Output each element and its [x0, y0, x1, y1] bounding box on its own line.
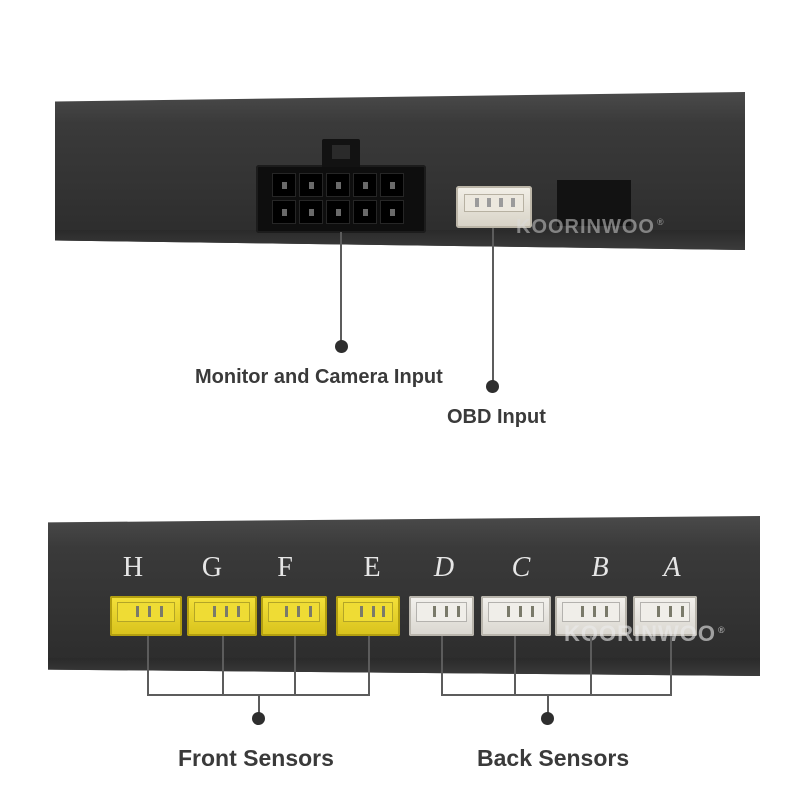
- callout-dot-front: [252, 712, 265, 725]
- obd-connector: [456, 186, 532, 228]
- callout-line-obd: [492, 228, 494, 384]
- bracket-back-d: [441, 636, 443, 696]
- pin: [380, 173, 404, 197]
- port-letter-e: E: [363, 552, 381, 583]
- port-letter-h: H: [122, 552, 144, 583]
- pin: [272, 173, 296, 197]
- obd-connector-slot: [464, 194, 524, 212]
- pin: [272, 200, 296, 224]
- pin: [380, 200, 404, 224]
- callout-dot-obd: [486, 380, 499, 393]
- bracket-back-c: [514, 636, 516, 696]
- watermark-bottom: KOORINWOO®: [564, 621, 726, 646]
- sensor-port-e: [336, 596, 400, 636]
- pin: [353, 200, 377, 224]
- sensor-port-b: [555, 596, 627, 636]
- label-monitor-camera-input: Monitor and Camera Input: [195, 366, 443, 388]
- bracket-back-a: [670, 636, 672, 696]
- bracket-front-e: [368, 636, 370, 696]
- sensor-port-d: [409, 596, 474, 636]
- callout-line-monitor: [340, 232, 342, 344]
- pin: [326, 173, 350, 197]
- port-letter-a: A: [663, 552, 681, 583]
- callout-dot-monitor: [335, 340, 348, 353]
- pin: [326, 200, 350, 224]
- sensor-port-h: [110, 596, 182, 636]
- sensor-port-f: [261, 596, 327, 636]
- device-edge: [48, 658, 760, 676]
- sensor-port-a: [633, 596, 697, 636]
- bracket-front-f: [294, 636, 296, 696]
- bracket-front-g: [222, 636, 224, 696]
- bracket-back-bar: [441, 694, 672, 696]
- bracket-back-b: [590, 636, 592, 696]
- port-letter-f: F: [277, 552, 293, 583]
- watermark-top: KOORINWOO®: [516, 216, 665, 238]
- label-front-sensors: Front Sensors: [178, 745, 334, 771]
- pin: [353, 173, 377, 197]
- pin: [299, 173, 323, 197]
- port-letter-d: D: [433, 552, 455, 583]
- sensor-port-g: [187, 596, 257, 636]
- connector-pins: [272, 173, 404, 224]
- connector-latch: [322, 139, 360, 167]
- device-window: [557, 180, 631, 226]
- bracket-back-stem: [547, 694, 549, 716]
- port-letter-c: C: [511, 552, 531, 583]
- bracket-front-stem: [258, 694, 260, 716]
- callout-dot-back: [541, 712, 554, 725]
- label-back-sensors: Back Sensors: [477, 745, 630, 771]
- port-letter-g: G: [201, 552, 223, 583]
- port-letter-b: B: [591, 552, 609, 583]
- pin: [299, 200, 323, 224]
- bracket-front-h: [147, 636, 149, 696]
- label-obd-input: OBD Input: [447, 406, 546, 428]
- monitor-camera-connector: [256, 139, 426, 233]
- sensor-port-c: [481, 596, 551, 636]
